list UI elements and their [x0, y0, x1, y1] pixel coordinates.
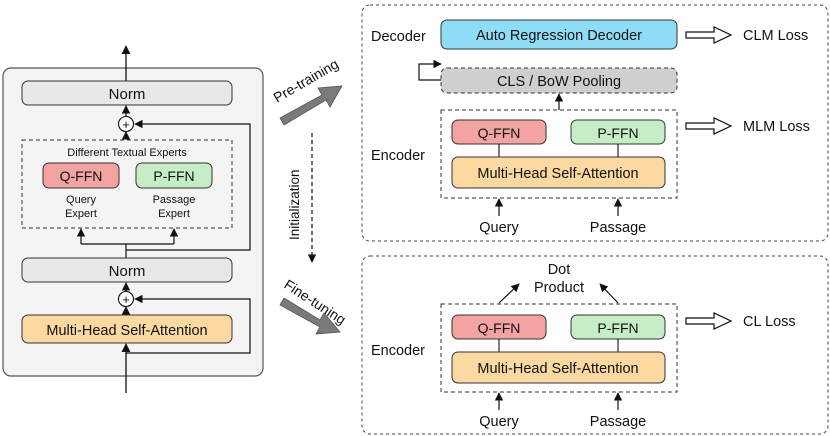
pretrain-query-label: Query: [479, 220, 519, 236]
left-pffn-label: P-FFN: [153, 168, 194, 184]
dot-product-line2: Product: [534, 280, 584, 296]
norm-top-label: Norm: [109, 86, 146, 103]
finetune-attention-label: Multi-Head Self-Attention: [477, 361, 638, 377]
finetuning-panel-frame: [361, 255, 829, 435]
finetune-pffn-label: P-FFN: [597, 320, 638, 336]
initialization-label: Initialization: [287, 169, 302, 240]
mlm-loss-arrow: [685, 117, 733, 135]
experts-box: [21, 139, 233, 229]
clm-loss-label: CLM Loss: [743, 28, 808, 44]
pretraining-panel: Decoder Auto Regression Decoder CLM Loss…: [361, 4, 829, 242]
pretrain-qffn-label: Q-FFN: [478, 125, 521, 141]
cl-loss-arrow: [685, 312, 733, 330]
decoder-box-label: Auto Regression Decoder: [476, 28, 642, 44]
passage-expert-line1: Passage: [153, 194, 196, 206]
pretrain-passage-label: Passage: [590, 220, 646, 236]
pretrain-encoder-label: Encoder: [371, 148, 425, 164]
query-expert-line1: Query: [66, 194, 96, 206]
pooling-box-label: CLS / BoW Pooling: [497, 74, 621, 90]
svg-text:+: +: [122, 117, 130, 132]
pretrain-pffn-label: P-FFN: [597, 125, 638, 141]
residual-path-bottom: [126, 294, 251, 354]
mlm-loss-label: MLM Loss: [743, 119, 810, 135]
clm-loss-arrow: [685, 26, 733, 44]
finetune-encoder-box: [440, 303, 678, 393]
finetuning-arrow: [279, 297, 341, 335]
pooling-box: [440, 67, 678, 94]
finetune-attention-box: [451, 351, 666, 384]
left-qffn-box: [42, 162, 120, 189]
norm-bottom-label: Norm: [109, 263, 146, 280]
decoder-box: [440, 19, 678, 50]
finetune-encoder-label: Encoder: [371, 343, 425, 359]
norm-bottom-box: [21, 257, 233, 283]
left-pffn-box: [135, 162, 213, 189]
finetune-qffn-label: Q-FFN: [478, 320, 521, 336]
left-attention-label: Multi-Head Self-Attention: [46, 323, 207, 339]
residual-path-top: [126, 119, 251, 251]
middle-transitions: Pre-training Initialization Fine-tuning: [271, 56, 349, 335]
norm-top-box: [21, 80, 233, 106]
decoder-label: Decoder: [371, 29, 426, 45]
pooling-to-decoder: [418, 59, 442, 81]
finetune-passage-label: Passage: [590, 414, 646, 430]
dot-product-line1: Dot: [548, 262, 571, 278]
left-attention-box: [21, 314, 233, 344]
passage-expert-line2: Expert: [158, 208, 190, 220]
left-qffn-label: Q-FFN: [60, 168, 103, 184]
cl-loss-label: CL Loss: [743, 314, 796, 330]
svg-text:+: +: [122, 292, 130, 307]
left-block: Norm + Different Textual Experts Q-FFN P…: [2, 45, 264, 393]
query-expert-line2: Expert: [65, 208, 97, 220]
finetuning-panel: Dot Product Encoder Q-FFN P-FFN Multi-He…: [361, 255, 829, 435]
pretrain-attention-box: [451, 156, 666, 189]
pretraining-arrow: [279, 85, 343, 126]
finetune-query-label: Query: [479, 414, 519, 430]
pretrain-attention-label: Multi-Head Self-Attention: [477, 166, 638, 182]
experts-title: Different Textual Experts: [67, 147, 187, 159]
pretrain-encoder-box: [440, 109, 678, 199]
